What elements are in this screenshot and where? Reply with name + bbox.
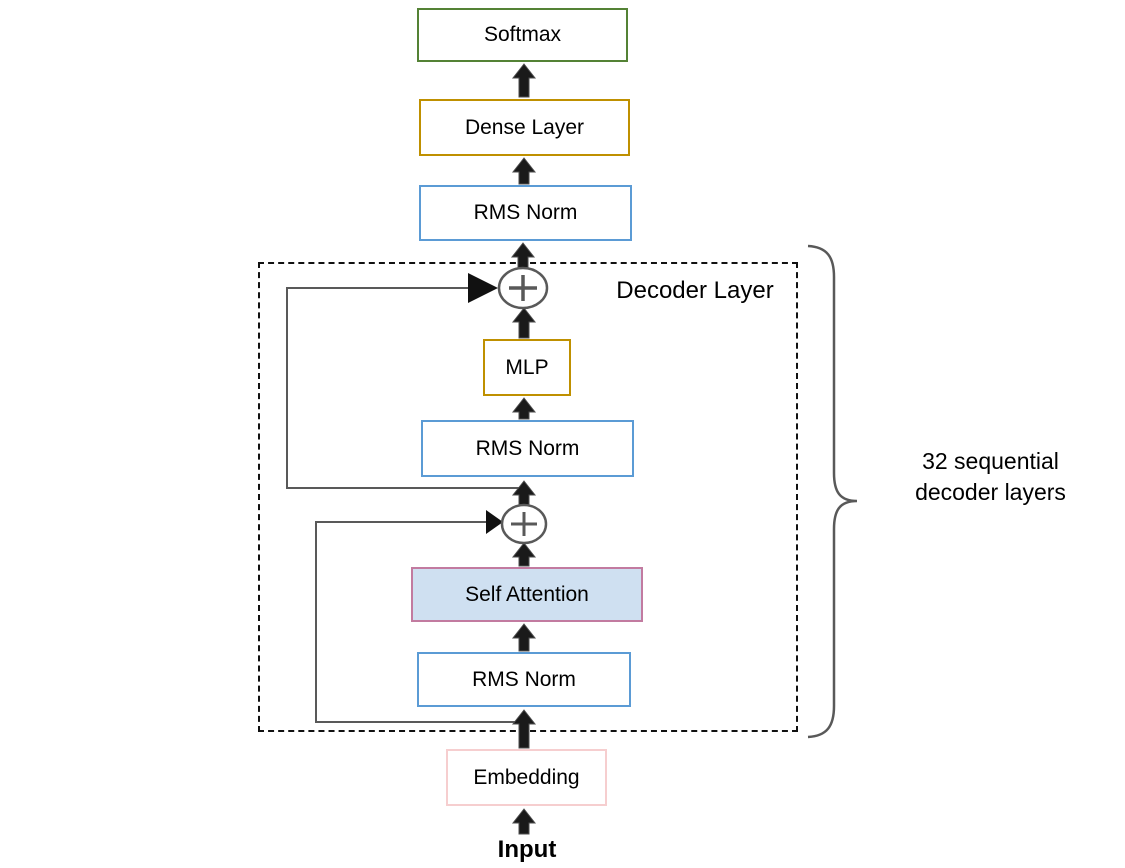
- arrow-up-icon: [511, 542, 537, 567]
- embedding-box: Embedding: [446, 749, 607, 806]
- rms-norm-label: RMS Norm: [472, 667, 576, 691]
- add-icon: [500, 503, 548, 545]
- arrow-up-icon: [511, 623, 537, 652]
- add-icon: [497, 266, 549, 310]
- arrow-up-icon: [511, 307, 537, 339]
- self-attention-box: Self Attention: [411, 567, 643, 622]
- arrow-up-icon: [511, 808, 537, 835]
- flow-arrows: [510, 63, 537, 835]
- softmax-box: Softmax: [417, 8, 628, 62]
- rms-norm-pre-attention-box: RMS Norm: [417, 652, 631, 707]
- softmax-label: Softmax: [483, 23, 562, 46]
- skip-connection-line: [286, 273, 524, 489]
- arrow-up-icon: [511, 157, 537, 185]
- mlp-label: MLP: [505, 355, 549, 379]
- rms-norm-label: RMS Norm: [475, 436, 580, 460]
- arrow-up-icon: [511, 63, 537, 98]
- embedding-label: Embedding: [473, 765, 580, 789]
- mlp-box: MLP: [483, 339, 571, 396]
- curly-brace: [807, 244, 858, 739]
- dense-layer-box: Dense Layer: [419, 99, 630, 156]
- dense-layer-label: Dense Layer: [464, 115, 585, 139]
- brace-annotation: 32 sequential decoder layers: [915, 448, 1066, 505]
- decoder-layer-title: Decoder Layer: [616, 277, 774, 304]
- arrow-up-icon: [511, 397, 537, 420]
- rms-norm-label: RMS Norm: [473, 201, 578, 224]
- rms-norm-final-box: RMS Norm: [419, 185, 632, 241]
- self-attention-label: Self Attention: [465, 582, 589, 606]
- arrow-up-icon: [510, 242, 536, 270]
- arrow-up-icon: [511, 709, 537, 749]
- arrow-up-icon: [511, 480, 537, 506]
- skip-connection-line: [315, 510, 524, 723]
- input-label: Input: [497, 836, 557, 863]
- rms-norm-pre-mlp-box: RMS Norm: [421, 420, 634, 477]
